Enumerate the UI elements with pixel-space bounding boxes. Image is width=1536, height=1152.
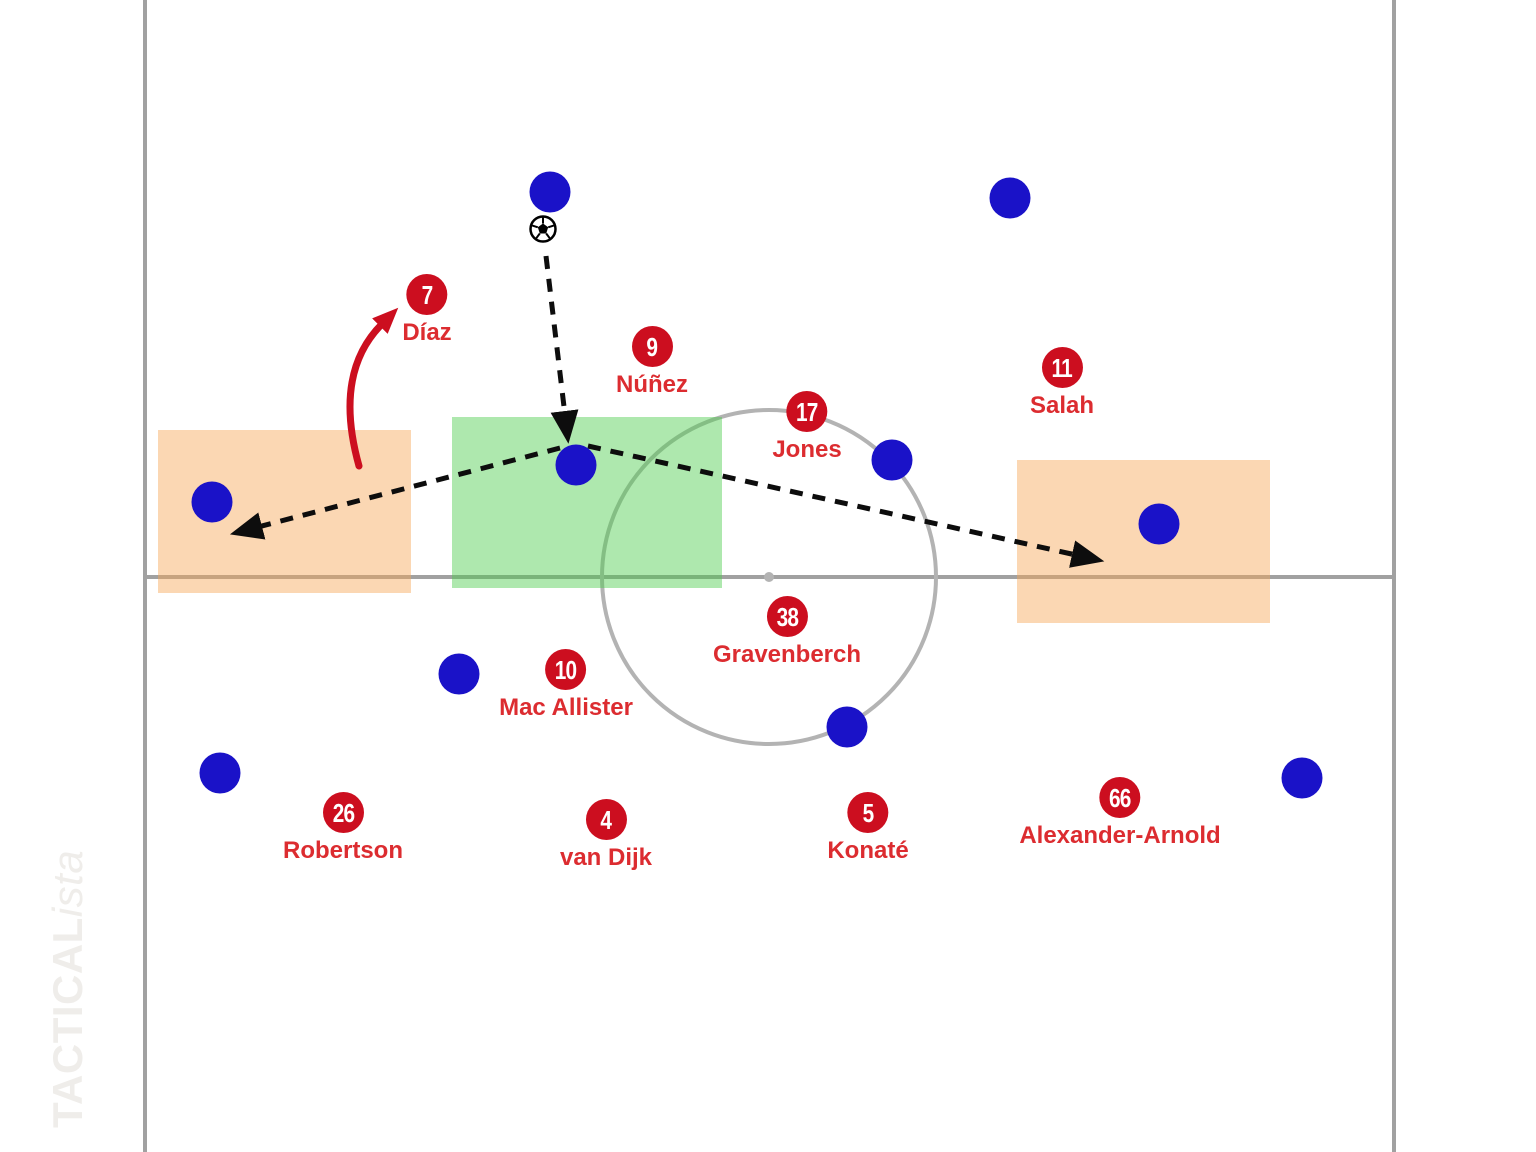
player-name-label: Salah: [1029, 392, 1095, 419]
player-token-gravenberch[interactable]: 38 Gravenberch: [713, 596, 861, 668]
player-token-alexander-arnold[interactable]: 66 Alexander-Arnold: [1019, 777, 1221, 849]
center-spot: [764, 572, 774, 582]
player-number-badge: 66: [1099, 777, 1141, 818]
player-number-badge: 11: [1041, 347, 1083, 388]
watermark-brand-bold: TACTICAL: [44, 917, 91, 1128]
player-number-badge: 5: [847, 792, 889, 833]
player-token-jones[interactable]: 17 Jones: [772, 391, 842, 463]
opponent-dot[interactable]: [438, 653, 480, 695]
watermark-brand: TACTICALista: [44, 850, 92, 1128]
player-name-label: Gravenberch: [712, 641, 862, 668]
player-name-label: Mac Allister: [499, 694, 633, 721]
watermark-brand-italic: ista: [44, 849, 91, 918]
opponent-dot[interactable]: [555, 444, 597, 486]
player-number-badge: 10: [545, 649, 587, 690]
opponent-dot[interactable]: [191, 481, 233, 523]
soccer-ball-icon[interactable]: [529, 215, 557, 243]
pass-arrow-down[interactable]: [543, 255, 579, 444]
opponent-dot[interactable]: [1138, 503, 1180, 545]
opponent-dot[interactable]: [826, 706, 868, 748]
player-number-badge: 38: [766, 596, 808, 637]
player-name-label: Konaté: [827, 837, 909, 864]
opponent-dot[interactable]: [871, 439, 913, 481]
player-token-diaz[interactable]: 7 Díaz: [402, 274, 452, 346]
player-number-badge: 9: [631, 326, 673, 367]
player-name-label: Núñez: [616, 371, 688, 398]
player-token-robertson[interactable]: 26 Robertson: [283, 792, 403, 864]
player-number-badge: 7: [406, 274, 448, 315]
player-name-label: Díaz: [402, 319, 452, 346]
player-token-salah[interactable]: 11 Salah: [1030, 347, 1094, 419]
player-name-label: Alexander-Arnold: [1019, 822, 1221, 849]
highlight-zone-center-green[interactable]: [452, 417, 722, 588]
player-number-badge: 17: [786, 391, 828, 432]
player-number-badge: 26: [322, 792, 364, 833]
player-name-label: Robertson: [283, 837, 403, 864]
player-token-nunez[interactable]: 9 Núñez: [616, 326, 688, 398]
opponent-dot[interactable]: [529, 171, 571, 213]
opponent-dot[interactable]: [1281, 757, 1323, 799]
player-number-badge: 4: [585, 799, 627, 840]
player-name-label: van Dijk: [559, 844, 653, 871]
highlight-zone-right-orange[interactable]: [1017, 460, 1270, 623]
opponent-dot[interactable]: [989, 177, 1031, 219]
player-token-konate[interactable]: 5 Konaté: [827, 792, 909, 864]
player-token-van-dijk[interactable]: 4 van Dijk: [560, 799, 652, 871]
player-name-label: Jones: [772, 436, 842, 463]
opponent-dot[interactable]: [199, 752, 241, 794]
player-token-mac-allister[interactable]: 10 Mac Allister: [499, 649, 633, 721]
